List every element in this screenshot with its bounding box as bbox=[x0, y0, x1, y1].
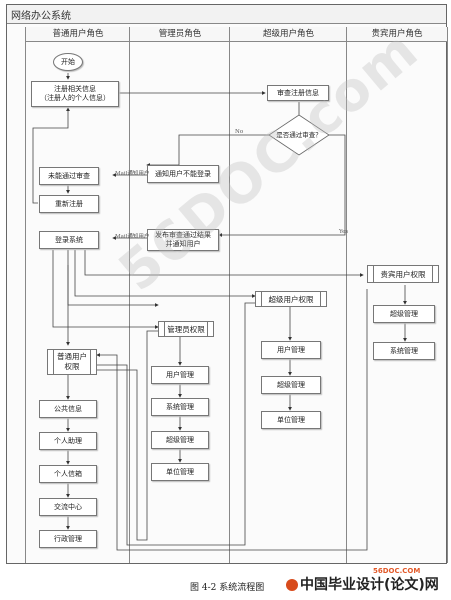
vip-item: 系统管理 bbox=[373, 342, 435, 360]
logo-text: 中国毕业设计(论文)网 bbox=[300, 577, 439, 593]
figure-caption: 图 4-2 系统流程图 bbox=[190, 583, 265, 593]
approval-decision-label: 是否通过审查？ bbox=[276, 130, 322, 139]
lane-admin: 管理员角色 bbox=[129, 27, 230, 563]
admin-item: 系统管理 bbox=[151, 398, 209, 416]
super-item: 用户管理 bbox=[261, 341, 321, 359]
register-info-box: 注册相关信息 （注册人的个人信息） bbox=[31, 81, 119, 107]
vip-permission-box: 贵宾用户权限 bbox=[367, 265, 439, 283]
lane-title: 贵宾用户角色 bbox=[347, 27, 447, 42]
edge-label-yes: Yes bbox=[339, 229, 349, 235]
user-item: 公共信息 bbox=[39, 400, 97, 418]
edge-label-mail: Mail通知用户 bbox=[115, 171, 150, 177]
edge-label-no: No bbox=[235, 129, 244, 135]
lane-super-user: 超级用户角色 bbox=[229, 27, 347, 563]
lane-title: 管理员角色 bbox=[130, 27, 230, 42]
review-registration-box: 审查注册信息 bbox=[267, 85, 329, 101]
user-item: 行政管理 bbox=[39, 530, 97, 548]
edge-label-mail: Mail通知用户 bbox=[115, 234, 150, 240]
lane-normal-user: 普通用户角色 bbox=[25, 27, 130, 563]
decision-diamond bbox=[268, 114, 330, 156]
start-node: 开始 bbox=[53, 53, 83, 71]
user-item: 交流中心 bbox=[39, 498, 97, 516]
user-item: 个人助理 bbox=[39, 432, 97, 450]
lane-title: 普通用户角色 bbox=[26, 27, 130, 42]
lane-vip-user: 贵宾用户角色 bbox=[346, 27, 448, 563]
vip-item: 超级管理 bbox=[373, 305, 435, 323]
user-item: 个人信箱 bbox=[39, 465, 97, 483]
notify-cannot-login-box: 通知用户不能登录 bbox=[147, 165, 219, 183]
window-title-bar: 网络办公系统 bbox=[7, 5, 446, 24]
admin-permission-box: 管理员权限 bbox=[158, 321, 214, 337]
lane-title: 超级用户角色 bbox=[230, 27, 347, 42]
review-failed-box: 未能通过审查 bbox=[39, 167, 99, 185]
publish-result-box: 发布审查通过结果 并通知用户 bbox=[147, 229, 219, 251]
super-item: 单位管理 bbox=[261, 411, 321, 429]
admin-item: 超级管理 bbox=[151, 431, 209, 449]
swimlanes: 普通用户角色 管理员角色 超级用户角色 贵宾用户角色 bbox=[25, 27, 448, 563]
normal-user-permission-box: 普通用户 权限 bbox=[47, 349, 97, 375]
super-user-permission-box: 超级用户权限 bbox=[255, 291, 327, 307]
diagram-frame: 网络办公系统 普通用户角色 管理员角色 超级用户角色 贵宾用户角色 bbox=[6, 4, 448, 564]
admin-item: 用户管理 bbox=[151, 366, 209, 384]
connector-lines bbox=[32, 73, 407, 551]
logo-icon bbox=[286, 579, 298, 591]
login-system-box: 登录系统 bbox=[39, 231, 99, 249]
site-logo: 中国毕业设计(论文)网 bbox=[286, 574, 439, 594]
window-title: 网络办公系统 bbox=[11, 11, 71, 22]
admin-item: 单位管理 bbox=[151, 463, 209, 481]
site-mark: 56DOC.COM bbox=[373, 567, 421, 575]
reregister-box: 重新注册 bbox=[39, 195, 99, 213]
super-item: 超级管理 bbox=[261, 376, 321, 394]
